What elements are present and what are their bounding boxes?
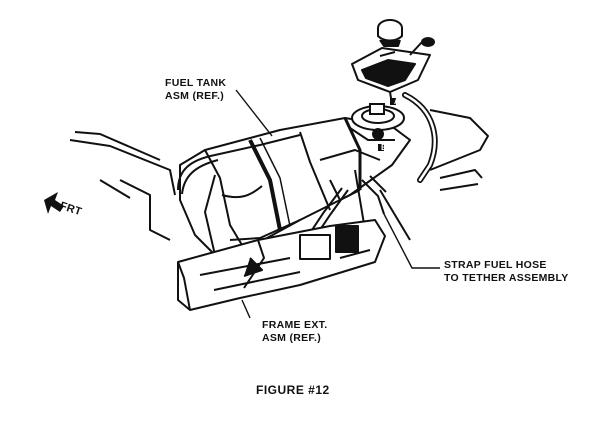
vehicle-body [69, 109, 489, 241]
filler-hose-inner [403, 93, 436, 182]
label-frame-line1: FRAME EXT. [262, 319, 328, 331]
fuel-tank [179, 117, 411, 256]
figure-caption: FIGURE #12 [256, 383, 330, 397]
leader-lines [235, 89, 440, 319]
filler-neck-assembly [351, 19, 435, 105]
label-strap-line2: TO TETHER ASSEMBLY [444, 272, 569, 284]
label-fuel-tank-line2: ASM (REF.) [165, 90, 224, 102]
label-frame-line2: ASM (REF.) [262, 332, 321, 344]
frame-extension [177, 219, 386, 311]
label-fuel-tank-line1: FUEL TANK [165, 77, 227, 89]
fuel-sender [349, 103, 405, 141]
label-strap-line1: STRAP FUEL HOSE [444, 259, 547, 271]
filler-hose [402, 92, 438, 183]
tether-strap [361, 175, 387, 215]
callout-letter-b: B [381, 143, 388, 152]
label-strap-fuel-hose: STRAP FUEL HOSE TO TETHER ASSEMBLY [444, 259, 569, 285]
callout-markers [378, 98, 396, 151]
label-frame-ext-asm: FRAME EXT. ASM (REF.) [262, 319, 327, 345]
callout-letter-a: A [394, 97, 401, 106]
front-arrow-icon [44, 192, 64, 214]
label-fuel-tank-asm: FUEL TANK ASM (REF.) [165, 77, 226, 103]
